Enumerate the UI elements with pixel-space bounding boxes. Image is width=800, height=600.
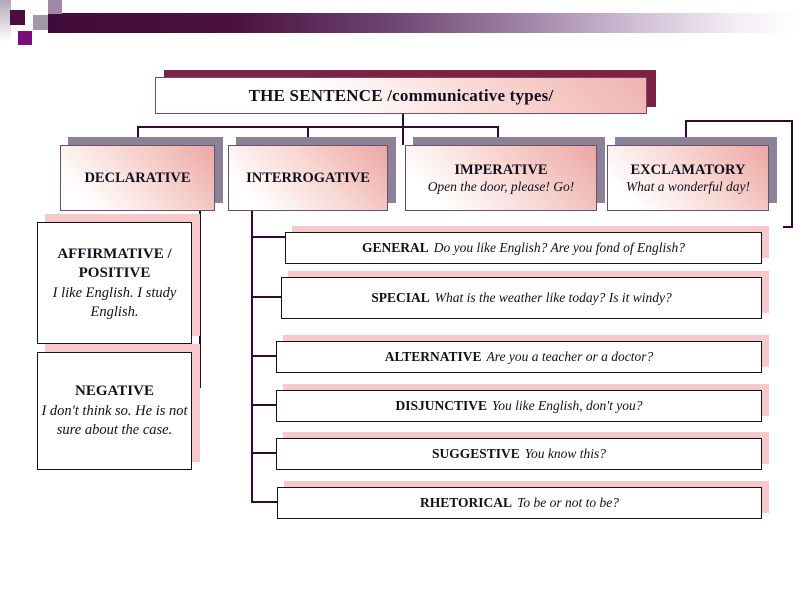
negative-example: I don't think so. He is not sure about t… [41, 402, 188, 438]
connector-title-vertical [402, 112, 404, 145]
general-label: GENERAL [362, 240, 429, 256]
connector-stub-imperative [497, 126, 499, 145]
box-rhetorical: RHETORICAL To be or not to be? [277, 487, 762, 519]
box-negative: NEGATIVE I don't think so. He is not sur… [37, 352, 192, 470]
connector-stub-interrogative [307, 126, 309, 145]
box-interrogative: INTERROGATIVE [228, 145, 388, 211]
connector-top-horizontal [137, 126, 499, 128]
box-declarative: DECLARATIVE [60, 145, 215, 211]
connector-declarative-vertical [199, 210, 201, 388]
connector-stub-general [253, 236, 285, 238]
rhetorical-example: To be or not to be? [517, 495, 619, 511]
connector-stub-negative [190, 386, 199, 388]
box-affirmative: AFFIRMATIVE / POSITIVE I like English. I… [37, 222, 192, 344]
connector-interrogative-vertical [251, 210, 253, 503]
special-example: What is the weather like today? Is it wi… [434, 290, 672, 306]
decoration-square-gray [33, 15, 48, 30]
connector-stub-affirmative [190, 257, 199, 259]
disjunctive-example: You like English, don't you? [492, 398, 643, 414]
exclamatory-example: What a wonderful day! [625, 178, 751, 194]
alternative-label: ALTERNATIVE [384, 349, 482, 365]
decoration-left-strip [0, 0, 11, 44]
decoration-square-lavender [48, 0, 62, 14]
connector-stub-rhetorical [253, 501, 277, 503]
special-label: SPECIAL [371, 290, 430, 306]
connector-stub-disjunctive [253, 404, 276, 406]
disjunctive-label: DISJUNCTIVE [395, 398, 487, 414]
imperative-example: Open the door, please! Go! [427, 178, 575, 194]
decoration-square-magenta [18, 31, 32, 45]
slide-title: THE SENTENCE /communicative types/ [248, 85, 554, 105]
box-special: SPECIAL What is the weather like today? … [281, 277, 762, 319]
connector-stub-suggestive [253, 452, 276, 454]
box-imperative: IMPERATIVE Open the door, please! Go! [405, 145, 597, 211]
interrogative-label: INTERROGATIVE [246, 169, 370, 186]
exclamatory-label: EXCLAMATORY [630, 161, 746, 178]
connector-exclamatory-tail [783, 226, 793, 228]
decoration-gradient-bar [48, 13, 800, 33]
alternative-example: Are you a teacher or a doctor? [486, 349, 654, 365]
box-suggestive: SUGGESTIVE You know this? [276, 438, 762, 470]
box-general: GENERAL Do you like English? Are you fon… [285, 232, 762, 264]
affirmative-label: AFFIRMATIVE / POSITIVE [57, 245, 172, 282]
suggestive-example: You know this? [524, 446, 607, 462]
declarative-label: DECLARATIVE [84, 169, 191, 186]
connector-exclamatory-top [685, 120, 793, 122]
imperative-label: IMPERATIVE [454, 161, 548, 178]
box-disjunctive: DISJUNCTIVE You like English, don't you? [276, 390, 762, 422]
connector-stub-special [253, 296, 281, 298]
connector-exclamatory-left-leg [685, 120, 687, 145]
affirmative-example: I like English. I study English. [52, 284, 177, 320]
title-box: THE SENTENCE /communicative types/ [155, 77, 647, 114]
box-exclamatory: EXCLAMATORY What a wonderful day! [607, 145, 769, 211]
box-alternative: ALTERNATIVE Are you a teacher or a docto… [276, 341, 762, 373]
negative-label: NEGATIVE [75, 383, 154, 400]
connector-stub-alternative [253, 355, 276, 357]
decoration-square-maroon [10, 10, 25, 25]
suggestive-label: SUGGESTIVE [431, 446, 520, 462]
general-example: Do you like English? Are you fond of Eng… [433, 240, 685, 256]
rhetorical-label: RHETORICAL [420, 495, 513, 511]
connector-stub-declarative [137, 126, 139, 145]
connector-exclamatory-right-leg [791, 120, 793, 228]
